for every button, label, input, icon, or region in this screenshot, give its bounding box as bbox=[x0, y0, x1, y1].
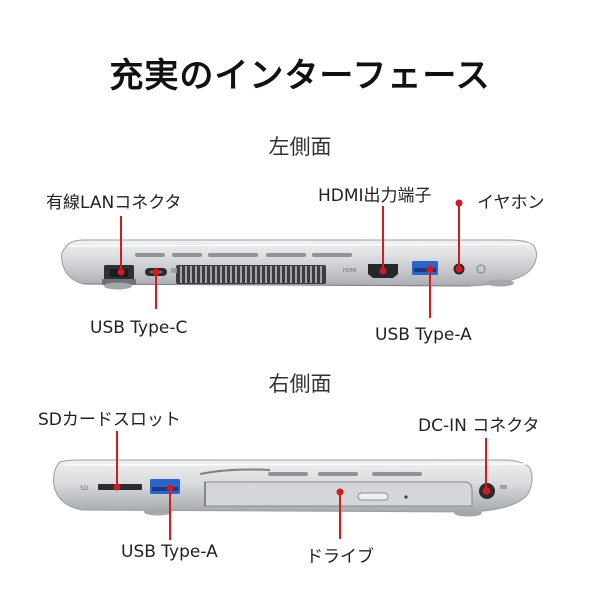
sd-slot-mark: SD bbox=[80, 485, 89, 492]
page-title: 充実のインターフェース bbox=[109, 56, 491, 96]
callout-usb-a-left-label: USB Type-A bbox=[375, 325, 472, 345]
callout-earphone-label: イヤホン bbox=[477, 193, 545, 213]
callout-hdmi-label: HDMI出力端子 bbox=[318, 186, 432, 206]
hdmi-port-mark: HDMI bbox=[343, 268, 356, 274]
right-laptop-body: SD bbox=[53, 459, 533, 517]
callout-sd-label: SDカードスロット bbox=[38, 410, 181, 430]
left-callout-lines bbox=[117, 199, 463, 318]
callout-dc-in-label: DC-IN コネクタ bbox=[418, 416, 540, 436]
right-callout-lines bbox=[113, 431, 490, 540]
left-side-heading: 左側面 bbox=[268, 135, 332, 159]
vent-grille bbox=[176, 265, 326, 284]
usb-a-right-port bbox=[150, 479, 180, 494]
callout-lan-label: 有線LANコネクタ bbox=[46, 193, 182, 213]
right-side-heading: 右側面 bbox=[268, 372, 332, 396]
callout-usb-a-right-label: USB Type-A bbox=[121, 542, 218, 562]
left-laptop-body: HDMI bbox=[61, 239, 538, 290]
callout-drive-label: ドライブ bbox=[306, 547, 374, 567]
callout-usb-c-label: USB Type-C bbox=[90, 318, 188, 338]
